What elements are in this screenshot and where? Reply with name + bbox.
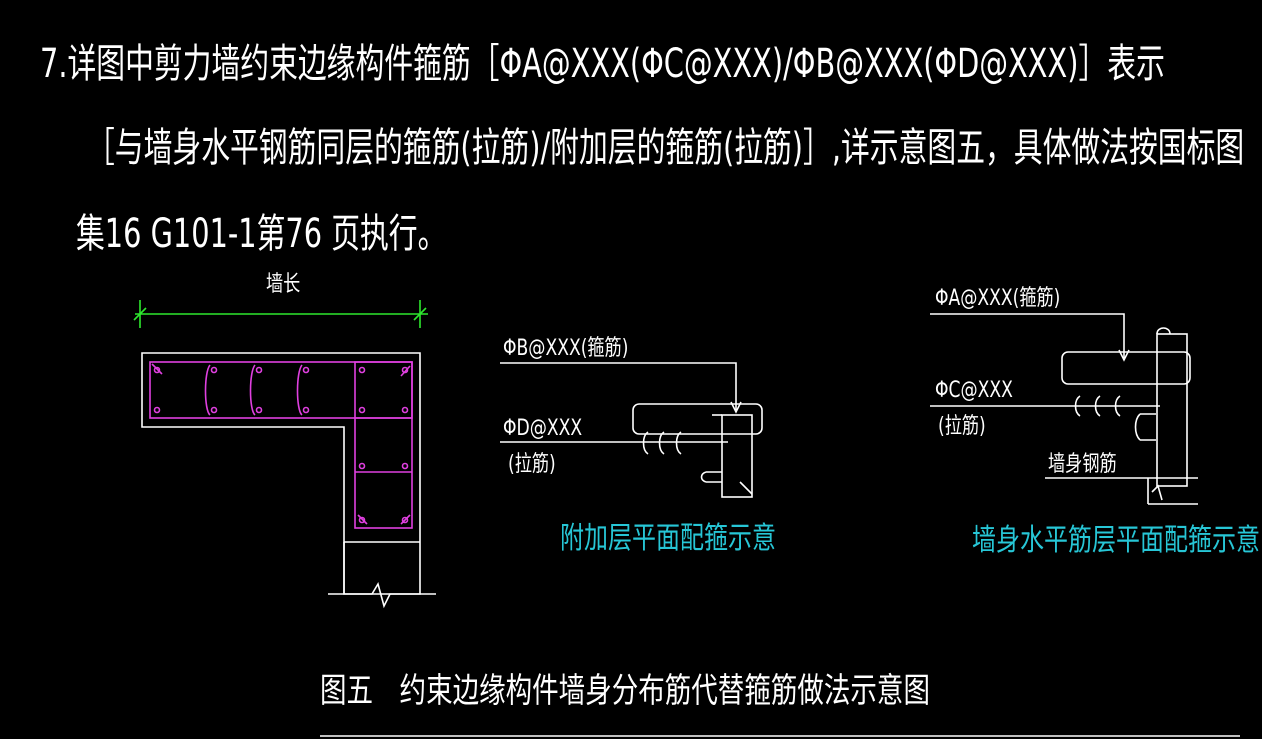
label-d: ΦD@XXX: [503, 416, 583, 441]
leader-a: [930, 313, 1125, 358]
stirrup-b: [632, 403, 763, 435]
note-line-1: 7.详图中剪力墙约束边缘构件箍筋［ΦA@XXX(ΦC@XXX)/ΦB@XXX(Φ…: [40, 41, 1165, 87]
right-detail: [930, 313, 1198, 505]
stirrup-a: [1061, 351, 1191, 385]
note-line-2: ［与墙身水平钢筋同层的箍筋(拉筋)/附加层的箍筋(拉筋)］,详示意图五，具体做法…: [86, 125, 1245, 171]
dimension-line: [133, 300, 428, 328]
wall-stirrup: [721, 414, 753, 498]
leader-b: [500, 362, 737, 410]
label-wall: 墙身钢筋: [1048, 452, 1117, 477]
label-c-sub: (拉筋): [938, 414, 986, 439]
label-c: ΦC@XXX: [935, 378, 1013, 403]
label-b: ΦB@XXX(箍筋): [503, 336, 629, 361]
figure-title: 图五 约束边缘构件墙身分布筋代替箍筋做法示意图: [320, 671, 930, 711]
note-line-3: 集16 G101-1第76 页执行。: [76, 211, 447, 257]
caption-right: 墙身水平筋层平面配箍示意: [972, 523, 1260, 558]
label-a: ΦA@XXX(箍筋): [935, 286, 1061, 311]
label-d-sub: (拉筋): [508, 452, 556, 477]
wall-rebar-box: [1156, 333, 1188, 487]
wall-outline: [141, 352, 421, 595]
middle-detail: [500, 362, 763, 498]
caption-middle: 附加层平面配箍示意: [560, 521, 776, 556]
dim-label: 墙长: [266, 272, 301, 297]
left-plan: [133, 300, 436, 609]
break-line: [328, 581, 436, 609]
rebar-group: [149, 361, 413, 529]
